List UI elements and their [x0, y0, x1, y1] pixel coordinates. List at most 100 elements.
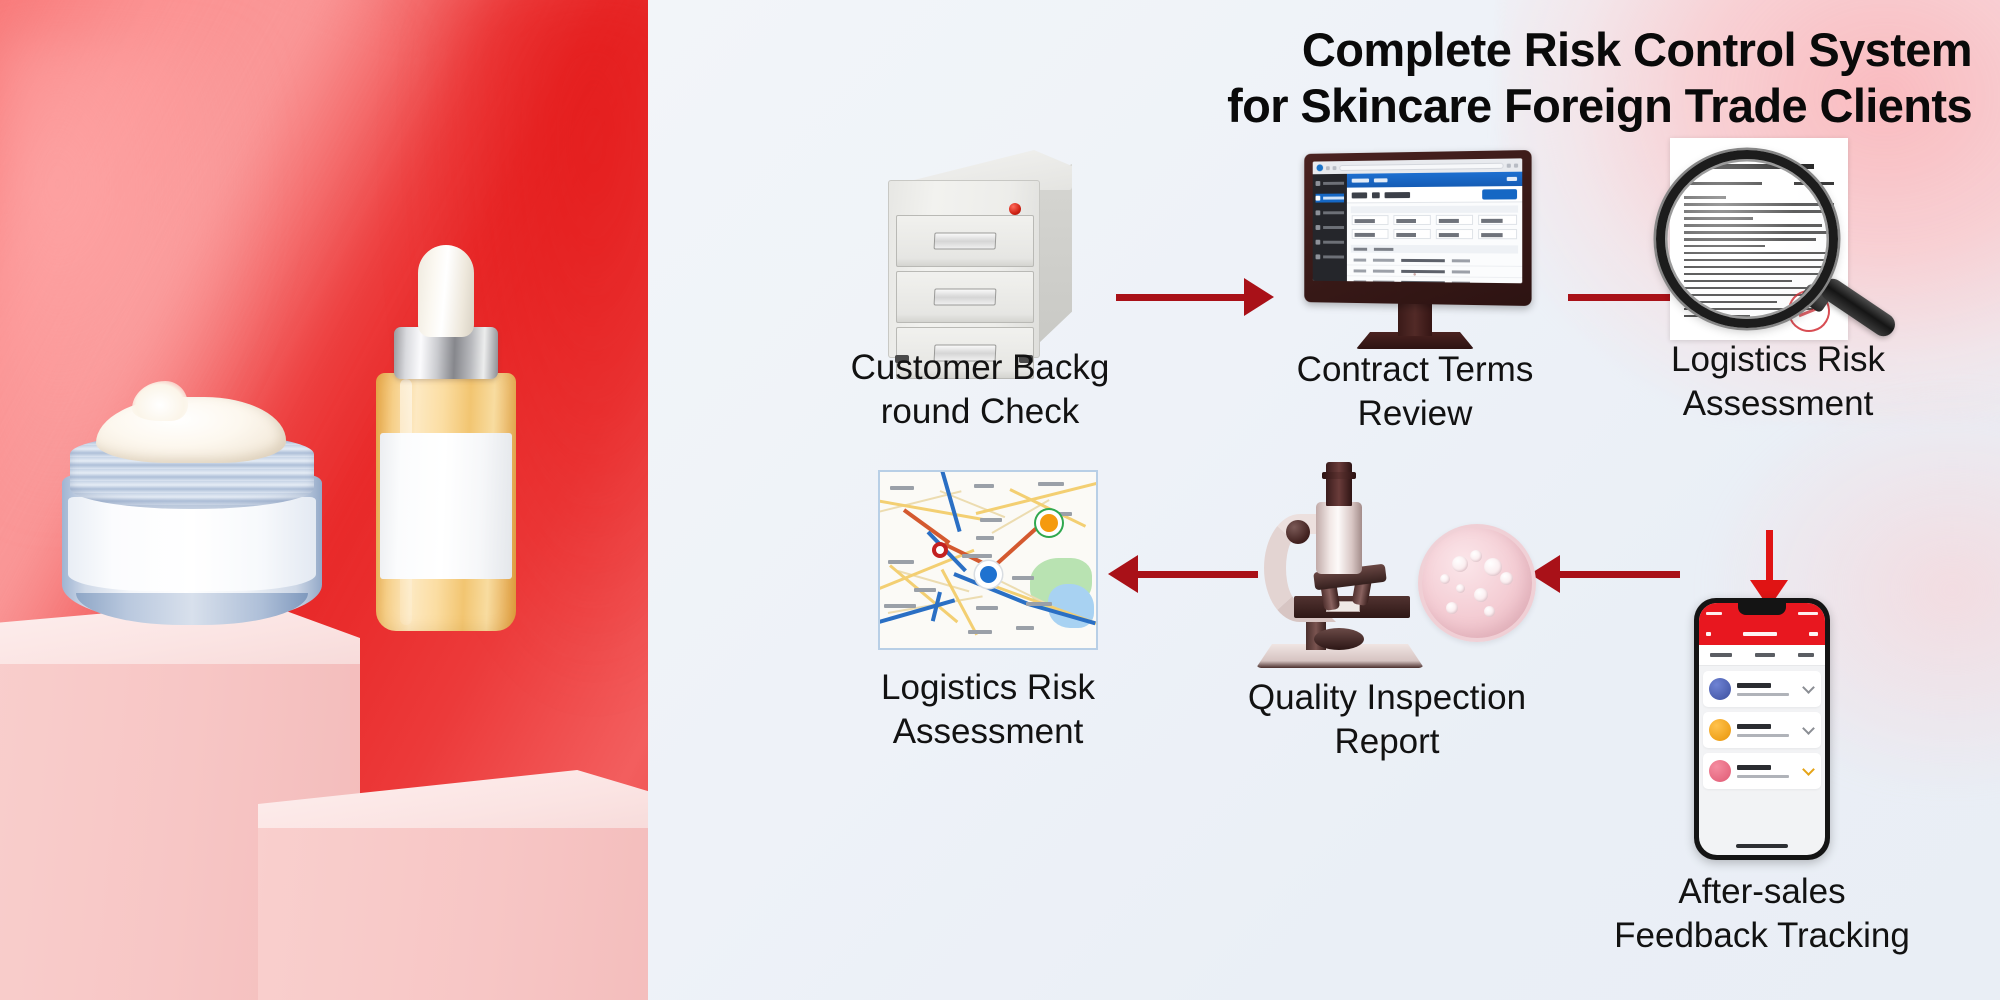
- map-label: [968, 630, 992, 634]
- colony: [1474, 588, 1488, 602]
- monitor-stand-base: [1356, 332, 1474, 349]
- drawer-handle-icon: [933, 232, 997, 250]
- list-item-text: [1737, 764, 1798, 778]
- dashboard-workspace: [1312, 171, 1523, 284]
- arrow-shaft: [1560, 570, 1680, 578]
- avatar: [1709, 760, 1731, 782]
- dashboard-main: [1346, 171, 1523, 284]
- chevron-down-icon: [1802, 680, 1815, 694]
- petri-dish-icon: [1418, 524, 1536, 642]
- browser-menu-icon: [1332, 165, 1337, 170]
- tab-item: [1710, 653, 1733, 657]
- arrow-head-right-icon: [1244, 278, 1274, 316]
- sidebar-item: [1315, 179, 1345, 188]
- arrow-shaft: [1138, 570, 1258, 578]
- desktop-monitor-icon: ●: [1300, 149, 1532, 362]
- podium-right-front: [258, 822, 648, 1000]
- header-subtitle-text: [1373, 178, 1388, 183]
- table-row: [1346, 276, 1523, 284]
- toolbar-chip: [1384, 191, 1411, 198]
- form-field: [1393, 228, 1431, 240]
- cabinet-lock-icon: [1009, 203, 1021, 215]
- browser-menu-icon: [1325, 165, 1330, 170]
- monitor-brand-logo: ●: [1412, 271, 1418, 279]
- map-marker-destination-icon: [980, 566, 997, 583]
- list-item-text: [1737, 723, 1798, 737]
- form-field: [1351, 215, 1389, 226]
- phone-app-navbar: [1699, 623, 1825, 645]
- podium-right-top: [258, 770, 648, 828]
- form-field: [1435, 229, 1474, 240]
- sidebar-item: [1315, 238, 1345, 247]
- arrow-cabinet-to-monitor: [1116, 278, 1274, 316]
- microscope-focus-knob: [1286, 520, 1310, 544]
- map-label: [914, 588, 936, 592]
- microscope-body-tube: [1316, 502, 1362, 574]
- form-field: [1393, 214, 1431, 226]
- map-road: [880, 548, 975, 593]
- form-field: [1351, 228, 1389, 239]
- feedback-list-item: [1703, 671, 1821, 707]
- arrow-shaft: [1568, 293, 1696, 301]
- toolbar-chip: [1351, 191, 1368, 198]
- product-photo-panel: [0, 0, 648, 1000]
- monitor-bezel: ●: [1304, 149, 1532, 307]
- table-header: [1350, 244, 1519, 254]
- map-label: [980, 518, 1002, 522]
- node-label-logistics-risk-assessment-bottom: Logistics Risk Assessment: [881, 668, 1095, 751]
- map-label: [1012, 576, 1034, 580]
- browser-logo-icon: [1316, 164, 1324, 172]
- node-contract-terms-review[interactable]: ● Contract Terms Review: [1297, 149, 1533, 433]
- map-label: [1016, 626, 1034, 630]
- sidebar-item: [1315, 223, 1345, 232]
- arrow-magnifier-to-phone: [1750, 530, 1788, 608]
- more-options-icon: [1809, 632, 1818, 636]
- map-label: [976, 606, 998, 610]
- cabinet-side-panel: [1038, 164, 1072, 344]
- column-header: [1353, 247, 1368, 251]
- magnifier-document-icon: [1648, 138, 1908, 353]
- diagram-title: Complete Risk Control System for Skincar…: [1227, 23, 1972, 132]
- microscope-eyepiece: [1326, 462, 1352, 506]
- avatar: [1709, 678, 1731, 700]
- arrow-shaft: [1116, 293, 1244, 301]
- colony: [1470, 550, 1482, 562]
- cabinet-drawer: [896, 271, 1034, 323]
- phone-home-indicator: [1736, 844, 1788, 848]
- map-label: [890, 486, 914, 490]
- arrow-microscope-to-map: [1108, 555, 1258, 593]
- back-arrow-icon: [1706, 632, 1711, 636]
- node-quality-inspection-report[interactable]: Quality Inspection Report: [1242, 462, 1536, 762]
- browser-window-control-icon: [1513, 163, 1519, 168]
- toolbar-chip: [1371, 191, 1380, 198]
- node-logistics-risk-assessment-top[interactable]: Logistics Risk Assessment: [1648, 138, 1908, 423]
- node-after-sales-feedback-tracking[interactable]: After-sales Feedback Tracking: [1614, 598, 1910, 955]
- monitor-stand-neck: [1398, 302, 1432, 336]
- arrow-head-left-icon: [1108, 555, 1138, 593]
- browser-window-control-icon: [1506, 163, 1511, 168]
- colony: [1456, 584, 1465, 593]
- monitor-screen-content: [1312, 158, 1523, 284]
- sidebar-item: [1315, 208, 1345, 217]
- node-logistics-risk-assessment-bottom[interactable]: Logistics Risk Assessment: [878, 470, 1098, 770]
- cabinet-foot: [1019, 355, 1033, 363]
- node-customer-background-check[interactable]: Customer Backg round Check: [851, 150, 1109, 431]
- cream-jar-base: [76, 593, 308, 625]
- phone-notch: [1738, 603, 1786, 615]
- header-action-icon: [1506, 176, 1518, 182]
- node-label-logistics-risk-assessment-top: Logistics Risk Assessment: [1671, 340, 1885, 423]
- app-title-text: [1743, 632, 1777, 636]
- map-highway-segment: [988, 527, 1038, 572]
- cabinet-foot: [895, 355, 909, 363]
- map-road: [880, 498, 989, 522]
- avatar: [1709, 719, 1731, 741]
- colony: [1484, 558, 1502, 576]
- phone-body: [1694, 598, 1830, 860]
- smartphone-icon: [1694, 598, 1830, 860]
- colony: [1500, 572, 1513, 585]
- map-label: [976, 536, 994, 540]
- cabinet-drawer: [896, 215, 1034, 267]
- route-map-icon: [878, 470, 1098, 650]
- microscope-petri-dish-icon: [1242, 462, 1536, 672]
- cabinet-drawer: [896, 327, 1034, 379]
